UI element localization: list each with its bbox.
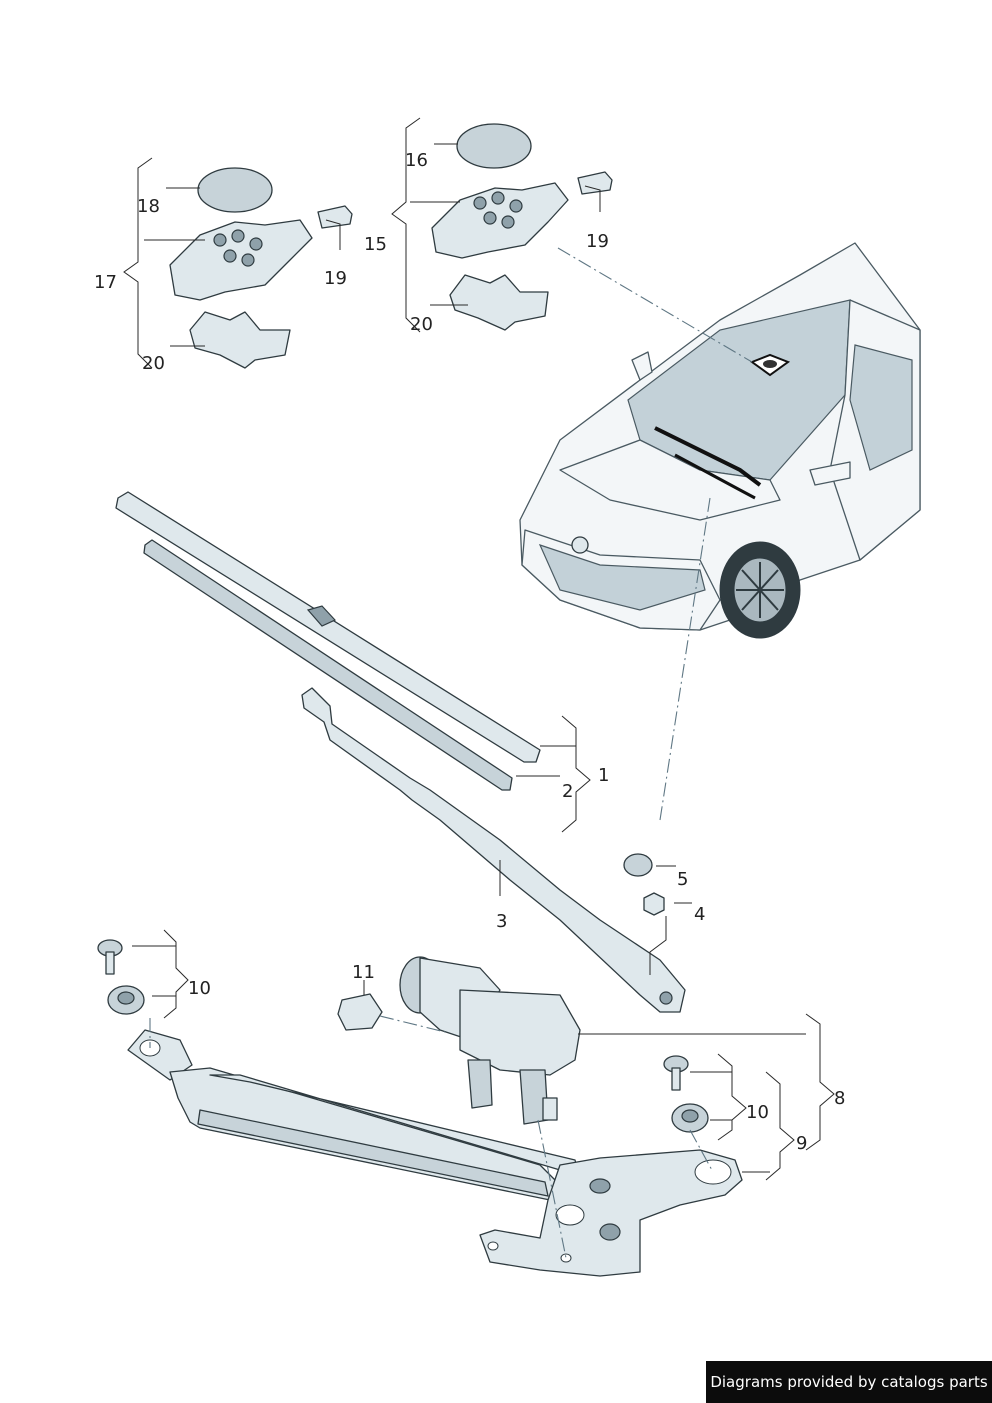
callout-15: 15 [364,234,387,255]
rain-sensor-15 [431,182,569,259]
wiper-linkage-9 [127,1029,743,1277]
mount-set-10-right [663,1055,709,1133]
wiper-motor-8 [399,956,581,1125]
callout-5: 5 [677,869,688,890]
connector-11 [337,993,383,1031]
cap-5 [623,853,653,877]
rain-sensor-assembly-17 [169,167,353,369]
rain-sensor-assembly-15 [431,123,613,331]
callout-9: 9 [796,1133,807,1154]
sensor-bracket-20b [449,274,549,331]
callout-11: 11 [352,962,375,983]
sensor-bracket-20 [189,311,291,369]
nut-4 [643,892,665,916]
callout-labels: 1 2 3 4 5 8 9 10 10 11 15 16 17 18 19 19… [94,150,845,1154]
callout-17: 17 [94,272,117,293]
callout-10-right: 10 [746,1102,769,1123]
guide-lines [149,247,753,1259]
callout-20-right: 20 [410,314,433,335]
callout-18: 18 [137,196,160,217]
wiper-blade-assembly-1 [115,491,541,791]
callout-19-left: 19 [324,268,347,289]
rain-sensor-17 [169,219,313,301]
callout-16: 16 [405,150,428,171]
callout-2: 2 [562,781,573,802]
sensor-connector-19b [577,171,613,195]
sensor-gel-pad-16 [456,123,532,169]
callout-4: 4 [694,904,705,925]
wiper-arm-3 [301,687,686,1013]
leader-lines [123,117,835,1181]
wiper-blade-1 [115,491,541,763]
sensor-gel-pad-18 [197,167,273,213]
callout-19-right: 19 [586,231,609,252]
callout-10-left: 10 [188,978,211,999]
callout-1: 1 [598,765,609,786]
mount-set-10-left [97,939,145,1015]
wiper-rubber-2 [143,539,513,791]
sensor-connector-19 [317,205,353,229]
callout-3: 3 [496,911,507,932]
car-illustration [519,242,921,639]
callout-8: 8 [834,1088,845,1109]
footer-credit: Diagrams provided by catalogs parts [706,1361,992,1403]
callout-20-left: 20 [142,353,165,374]
